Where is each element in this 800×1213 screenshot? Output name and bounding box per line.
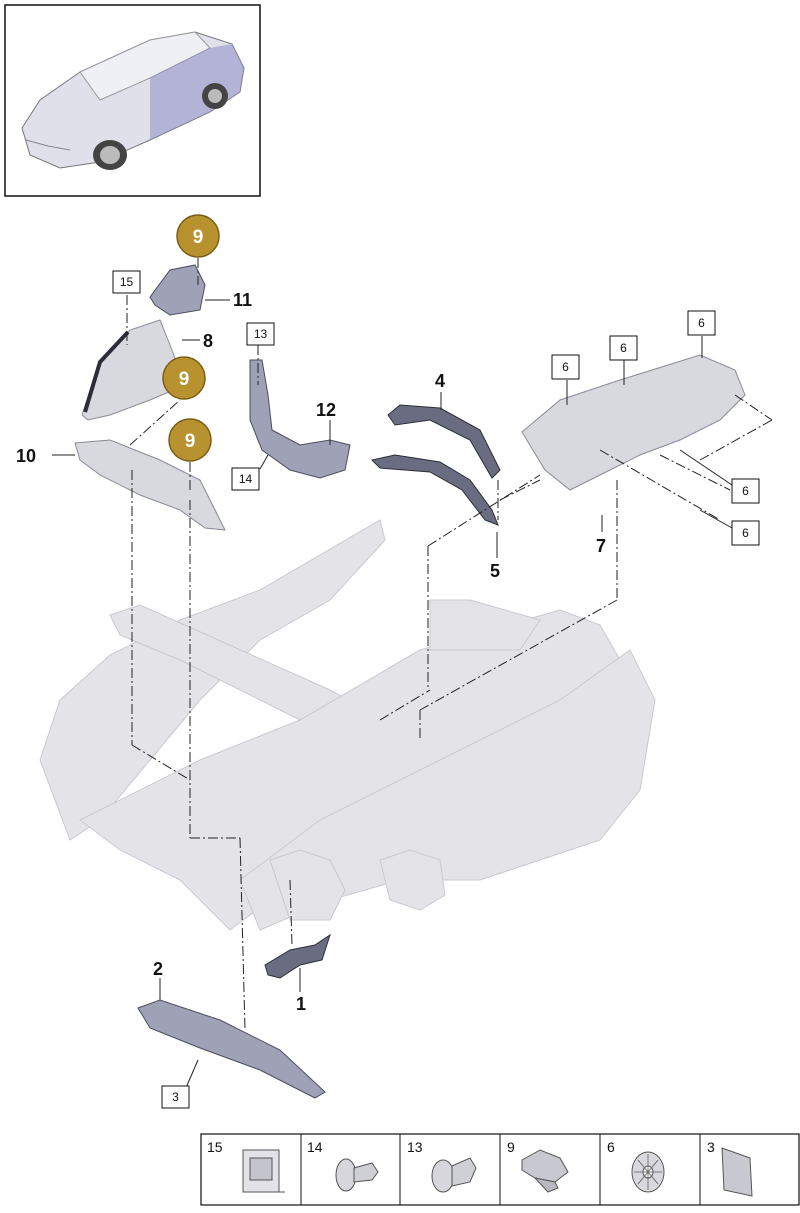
part-11-bracket (149, 264, 206, 316)
clip-nut-icon (521, 1149, 569, 1193)
callout-8: 8 (203, 331, 213, 351)
clip-icon (242, 1149, 285, 1193)
badge-9-lower: 9 (168, 418, 212, 462)
vehicle-thumbnail (4, 4, 261, 197)
boxed-callout-6d: 6 (731, 478, 760, 504)
callout-7: 7 (596, 536, 606, 556)
svg-text:13: 13 (254, 327, 268, 341)
boxed-callout-3: 3 (161, 1085, 190, 1109)
callout-4: 4 (435, 371, 445, 391)
boxed-callout-6b: 6 (609, 335, 638, 361)
boxed-callout-14: 14 (231, 467, 260, 491)
legend-item-13: 13 (407, 1139, 477, 1193)
boxed-callout-13: 13 (246, 322, 275, 346)
part-5-bracket (370, 454, 499, 526)
assembly-lines (126, 258, 773, 1031)
badge-9-top: 9 (176, 214, 220, 258)
body-shell (39, 519, 656, 931)
boxed-callout-6e: 6 (731, 520, 760, 546)
legend-item-9: 9 (507, 1139, 569, 1193)
legend-item-15: 15 (207, 1139, 285, 1193)
svg-text:6: 6 (607, 1139, 615, 1155)
svg-text:14: 14 (239, 472, 253, 486)
svg-text:9: 9 (185, 431, 196, 452)
legend-item-6: 6 (607, 1139, 665, 1193)
legend-item-14: 14 (307, 1139, 379, 1192)
callout-5: 5 (490, 561, 500, 581)
callout-1: 1 (296, 994, 306, 1014)
svg-text:6: 6 (620, 341, 627, 355)
svg-text:9: 9 (179, 369, 190, 390)
svg-text:9: 9 (507, 1139, 515, 1155)
leader-lines (52, 299, 733, 1091)
svg-text:6: 6 (742, 526, 749, 540)
part-4-bracket (387, 404, 501, 479)
callout-2: 2 (153, 959, 163, 979)
part-12-liner (249, 359, 351, 479)
callout-12: 12 (316, 400, 336, 420)
svg-text:13: 13 (407, 1139, 423, 1155)
sealing-strip-icon (721, 1147, 753, 1197)
part-7-insulation (521, 354, 746, 491)
boxed-callout-6a: 6 (551, 354, 580, 380)
part-1-bracket (264, 933, 331, 979)
part-2-underbody-panel (137, 999, 326, 1099)
fastener-legend: 15 14 13 9 (200, 1133, 800, 1206)
expanding-rivet-icon (431, 1157, 477, 1193)
boxed-callout-15: 15 (112, 270, 141, 294)
svg-text:15: 15 (120, 275, 134, 289)
svg-text:3: 3 (172, 1090, 179, 1104)
retaining-washer-icon (631, 1151, 665, 1193)
legend-item-3: 3 (707, 1139, 753, 1197)
svg-text:9: 9 (193, 227, 204, 248)
callout-10: 10 (16, 446, 36, 466)
svg-text:3: 3 (707, 1139, 715, 1155)
boxed-callout-6c: 6 (687, 310, 716, 336)
push-rivet-icon (335, 1158, 379, 1192)
svg-text:6: 6 (562, 360, 569, 374)
svg-text:6: 6 (742, 484, 749, 498)
svg-text:15: 15 (207, 1139, 223, 1155)
svg-text:14: 14 (307, 1139, 323, 1155)
callout-11: 11 (233, 290, 252, 310)
badge-9-middle: 9 (162, 356, 206, 400)
part-10-panel (74, 439, 226, 531)
svg-text:6: 6 (698, 316, 705, 330)
